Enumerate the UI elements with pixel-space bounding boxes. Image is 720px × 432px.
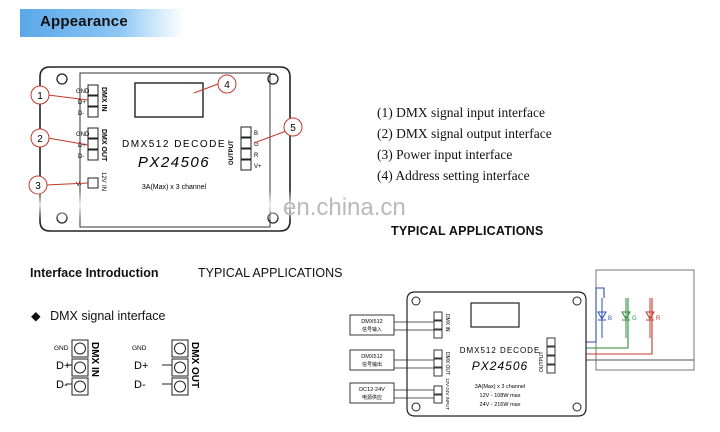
svg-text:V+: V+ [254,164,262,170]
typical-applications-label: TYPICAL APPLICATIONS [198,266,343,280]
svg-text:电源供应: 电源供应 [362,394,382,401]
svg-text:2: 2 [37,134,43,145]
svg-text:IN: IN [100,185,106,191]
svg-text:D+: D+ [78,100,86,106]
dmx-connectors: GND D+ D- DMX IN GND D+ D- DMX OUT [54,339,200,396]
svg-text:GND: GND [132,345,147,352]
svg-text:R: R [254,153,259,159]
svg-text:DMX IN: DMX IN [100,87,107,112]
svg-text:GND: GND [76,132,90,138]
interface-intro-heading: Interface Introduction [30,266,159,280]
svg-text:PX24506: PX24506 [472,359,528,373]
svg-text:D+: D+ [56,360,70,372]
dmx-in-terminal: GND D+ D- DMX IN [76,84,107,118]
display-window [134,82,204,118]
device-panel [79,72,271,228]
svg-text:DC12-24V: DC12-24V [359,387,385,393]
dmx-signal-label: DMX signal interface [50,309,166,323]
device-rating: 3A(Max) x 3 channel [142,184,207,191]
svg-text:信号输入: 信号输入 [362,326,382,333]
svg-text:信号输出: 信号输出 [362,361,382,368]
svg-text:DMX IN: DMX IN [89,342,100,377]
callout-1: 1 [30,85,50,105]
feature-item: (3) Power input interface [377,147,513,162]
svg-text:OUTPUT: OUTPUT [229,140,235,165]
dmx-signal-heading: ◆ DMX signal interface [31,308,165,323]
svg-text:3A(Max) x 3 channel: 3A(Max) x 3 channel [475,384,525,390]
svg-text:24V - 216W max: 24V - 216W max [480,402,521,408]
device-model: PX24506 [138,154,210,171]
svg-text:DMX512: DMX512 [361,354,382,360]
diamond-bullet-icon: ◆ [31,309,41,323]
led-r-icon: R [645,298,661,338]
device-name: DMX512 DECODE [122,139,226,150]
mount-hole-icon [56,73,68,85]
watermark-band [25,190,425,220]
svg-text:D-: D- [56,379,68,391]
section-header-bar [20,9,185,37]
led-b-icon: B [597,298,612,338]
section-title: Appearance [40,13,128,30]
feature-item: (1) DMX signal input interface [377,105,545,120]
callout-3: 3 [28,175,48,195]
svg-text:G: G [632,316,637,322]
svg-text:1: 1 [37,91,43,102]
dmx512-input-box: DMX512 信号输入 [349,314,434,336]
svg-text:12V: 12V [100,172,106,183]
callout-5: 5 [283,117,303,137]
application-diagram: B G R DMX512 DECODE PX24506 3A(Max) x 3 … [349,269,695,417]
svg-text:B: B [254,131,258,137]
svg-text:D-: D- [78,111,84,117]
svg-text:DMX OUT: DMX OUT [100,129,107,162]
feature-item: (4) Address setting interface [377,168,530,183]
svg-text:4: 4 [224,80,230,91]
watermark-text: en.china.cn [283,194,406,221]
svg-text:12V - 108W max: 12V - 108W max [480,393,521,399]
svg-text:R: R [656,316,661,322]
svg-text:DMX OUT: DMX OUT [444,352,450,375]
dmx512-output-box: DMX512 信号输出 [349,349,434,371]
callout-2: 2 [30,128,50,148]
svg-text:DMX512 DECODE: DMX512 DECODE [460,346,541,355]
svg-text:B: B [608,316,612,322]
dmx-out-terminal: GND D+ D- DMX OUT [76,127,107,162]
feature-item: (2) DMX signal output interface [377,126,552,141]
svg-text:5: 5 [290,123,296,134]
callout-lines [45,83,287,186]
svg-text:V-: V- [76,182,82,188]
dmx-in-connector: GND D+ D- DMX IN [54,339,100,396]
dmx-out-connector: GND D+ D- DMX OUT [132,339,200,396]
app-display-window [470,302,520,328]
svg-text:G: G [254,142,259,148]
typical-applications-heading: TYPICAL APPLICATIONS [391,224,544,238]
svg-text:D+: D+ [78,143,86,149]
svg-text:D-: D- [134,379,146,391]
output-terminal: B G R V+ OUTPUT [229,126,262,171]
svg-text:DMX IN: DMX IN [444,314,450,332]
svg-text:OUTPUT: OUTPUT [539,351,545,372]
svg-text:DMX OUT: DMX OUT [189,342,200,388]
svg-text:DMX512: DMX512 [361,319,382,325]
svg-text:12V-24V INPUT: 12V-24V INPUT [445,378,450,410]
power-supply-box: DC12-24V 电源供应 [349,382,434,404]
mount-hole-icon [267,73,279,85]
feature-list: (1) DMX signal input interface (2) DMX s… [377,102,552,186]
app-device-body [406,291,587,417]
svg-text:GND: GND [54,345,69,352]
svg-text:GND: GND [76,89,90,95]
led-g-icon: G [621,298,637,338]
svg-text:D+: D+ [134,360,148,372]
callout-4: 4 [217,74,237,94]
svg-text:3: 3 [35,181,41,192]
svg-text:D-: D- [78,154,84,160]
